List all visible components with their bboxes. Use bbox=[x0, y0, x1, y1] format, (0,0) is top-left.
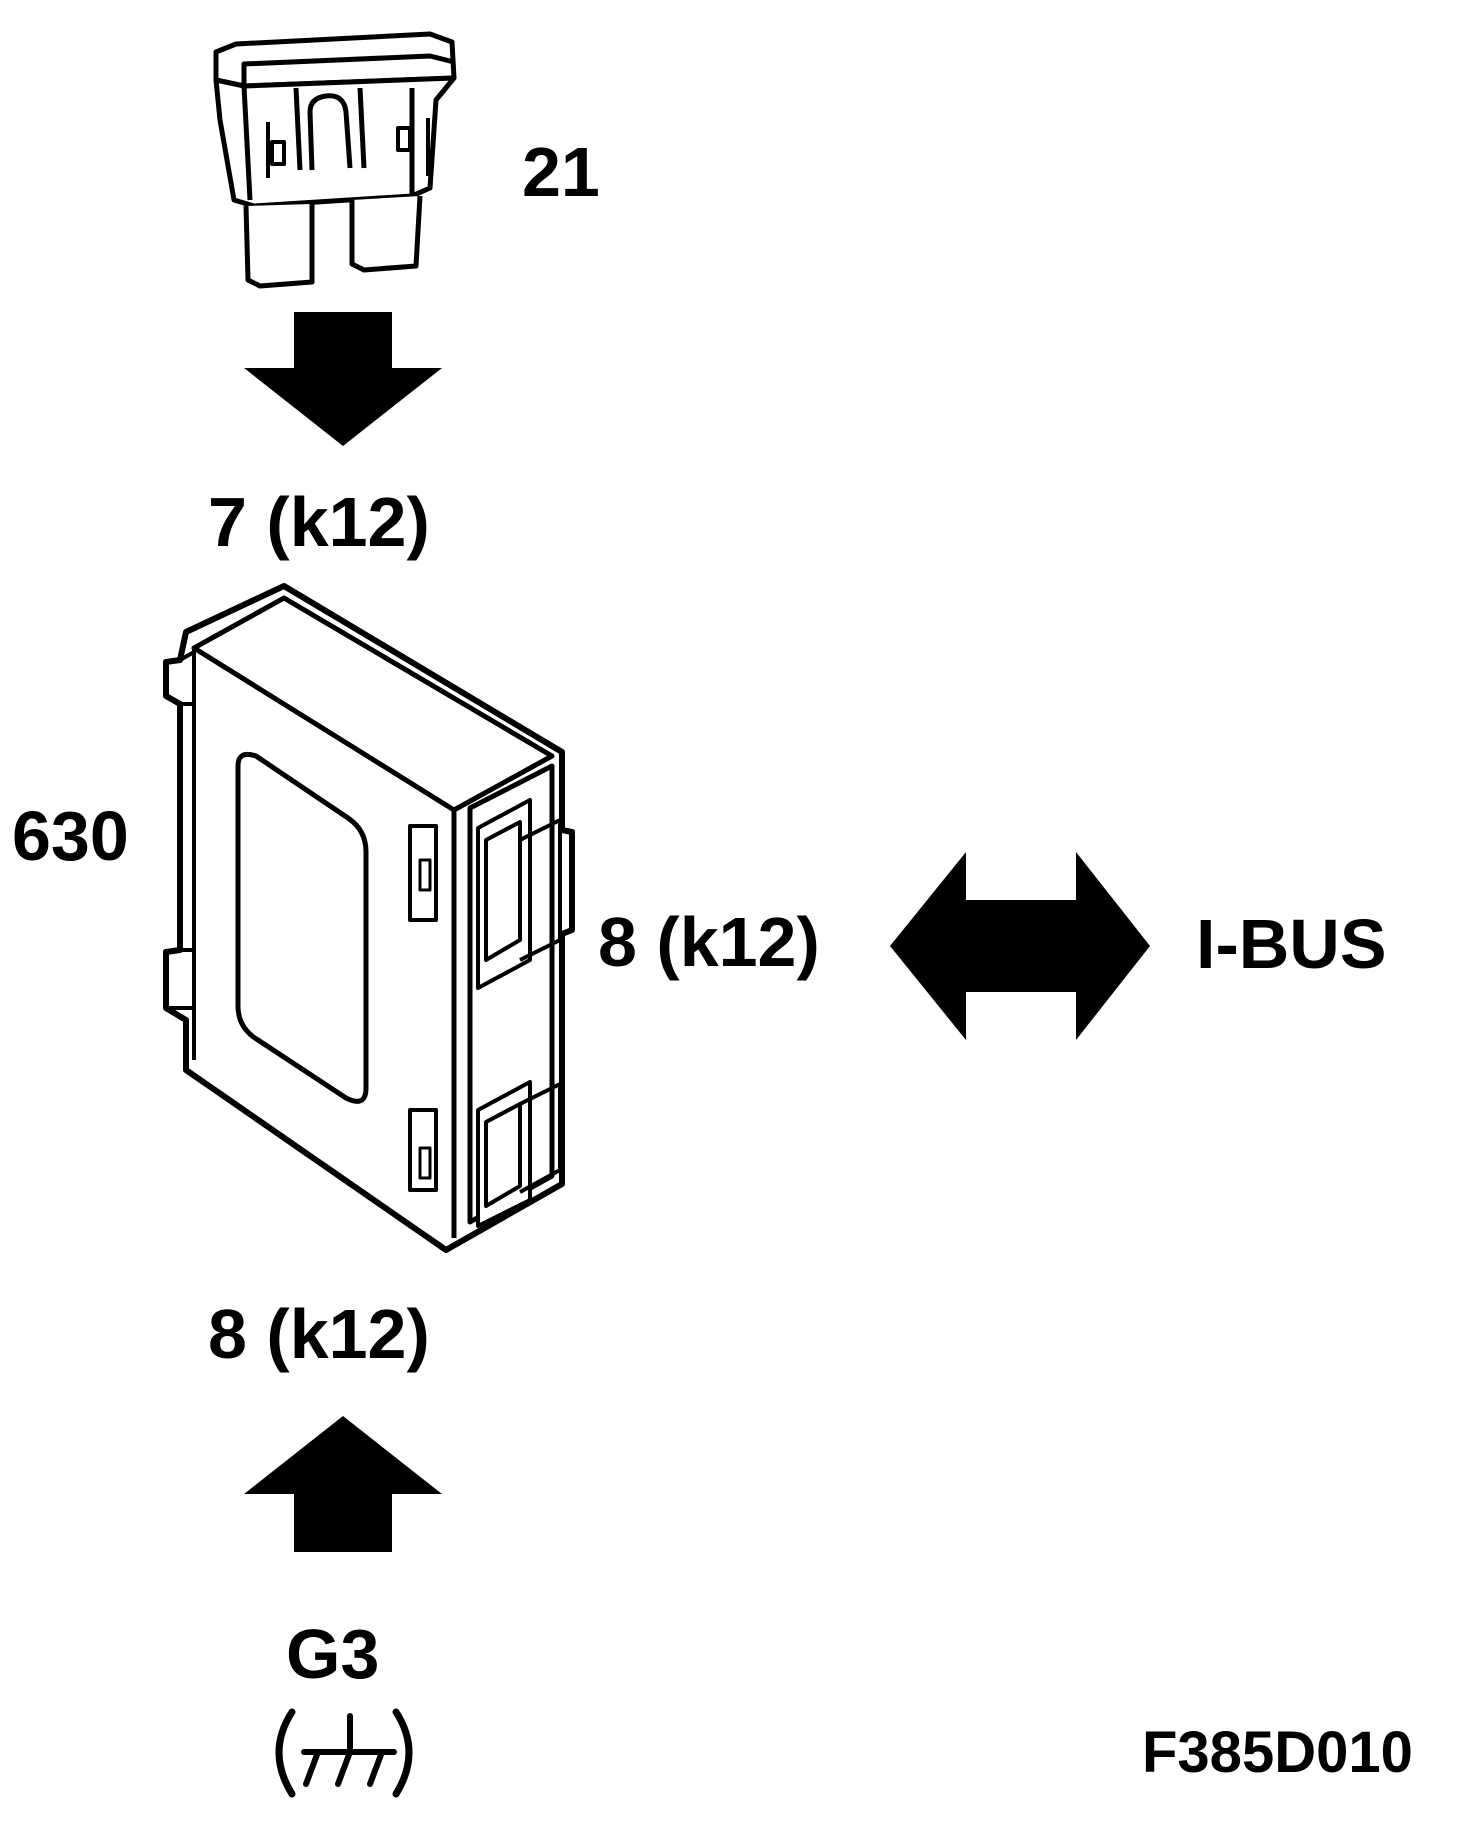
module-label: 630 bbox=[12, 797, 129, 875]
bus-label: I-BUS bbox=[1196, 905, 1387, 983]
arrow-down-icon bbox=[244, 312, 442, 446]
blade-fuse-icon bbox=[213, 31, 457, 289]
ground-terminal-label: 8 (k12) bbox=[208, 1295, 430, 1373]
bus-terminal-label: 8 (k12) bbox=[598, 903, 820, 981]
control-module-icon bbox=[163, 583, 575, 1253]
arrow-up-icon bbox=[244, 1416, 442, 1552]
fuse-label: 21 bbox=[522, 133, 600, 211]
ground-symbol-icon bbox=[275, 1708, 413, 1798]
figure-code: F385D010 bbox=[1142, 1720, 1413, 1785]
fuse-terminal-label: 7 (k12) bbox=[208, 483, 430, 561]
double-arrow-icon bbox=[890, 852, 1150, 1040]
ground-label: G3 bbox=[286, 1615, 379, 1693]
